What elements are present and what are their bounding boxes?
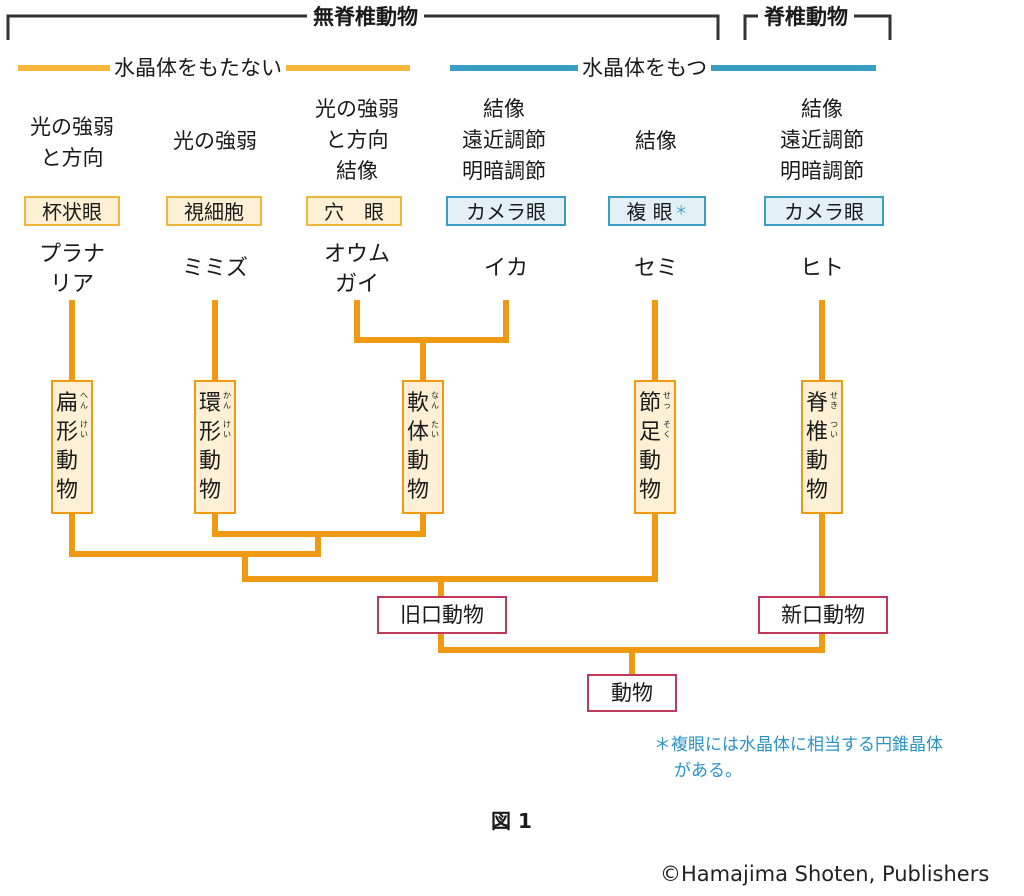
function-human: 結像 遠近調節 明暗調節 xyxy=(780,97,864,183)
eye-type-camera-eye-human: カメラ眼 xyxy=(764,196,884,226)
phylum-platyhelminthes: 扁へん 形けい 動 物 xyxy=(51,380,93,514)
figure-caption: 図 1 xyxy=(491,809,532,833)
eye-type-camera-eye-squid: カメラ眼 xyxy=(446,196,566,226)
clade-protostomes: 旧口動物 xyxy=(377,596,507,634)
phylum-vertebrata: 脊せき 椎つい 動 物 xyxy=(801,380,843,514)
animal-nautilus: オウム ガイ xyxy=(323,242,390,297)
with-lens-label: 水晶体をもつ xyxy=(578,55,712,81)
phylum-annelida: 環かん 形けい 動 物 xyxy=(194,380,236,514)
function-nautilus: 光の強弱 と方向 結像 xyxy=(315,97,399,183)
phylum-arthropoda: 節せっ 足そく 動 物 xyxy=(634,380,676,514)
clade-animals: 動物 xyxy=(587,674,677,712)
animal-human: ヒト xyxy=(799,256,844,281)
function-cicada: 結像 xyxy=(635,129,677,153)
tree-branches xyxy=(69,300,825,677)
function-planaria: 光の強弱 と方向 xyxy=(30,115,114,170)
copyright: ©Hamajima Shoten, Publishers xyxy=(660,862,990,886)
eye-type-cup-eye: 杯状眼 xyxy=(24,196,120,226)
function-squid: 結像 遠近調節 明暗調節 xyxy=(462,97,546,183)
invertebrates-label: 無脊椎動物 xyxy=(307,4,424,30)
phylum-mollusca: 軟なん 体たい 動 物 xyxy=(402,380,444,514)
footnote: ＊複眼には水晶体に相当する円錐晶体 がある。 xyxy=(654,735,943,781)
animal-earthworm: ミミズ xyxy=(181,256,248,281)
animal-squid: イカ xyxy=(483,256,528,281)
eye-type-photoreceptor: 視細胞 xyxy=(166,196,262,226)
eye-type-compound-eye: 複 眼＊ xyxy=(608,196,706,226)
animal-planaria: プラナ リア xyxy=(38,242,105,297)
footnote-mark: ＊ xyxy=(674,204,688,219)
function-earthworm: 光の強弱 xyxy=(173,129,257,153)
clade-deuterostomes: 新口動物 xyxy=(758,596,888,634)
animal-cicada: セミ xyxy=(633,256,678,281)
no-lens-label: 水晶体をもたない xyxy=(110,55,286,81)
eye-type-pinhole-eye: 穴 眼 xyxy=(306,196,402,226)
footnote-asterisk: ＊ xyxy=(654,735,671,755)
vertebrates-label: 脊椎動物 xyxy=(758,4,854,30)
